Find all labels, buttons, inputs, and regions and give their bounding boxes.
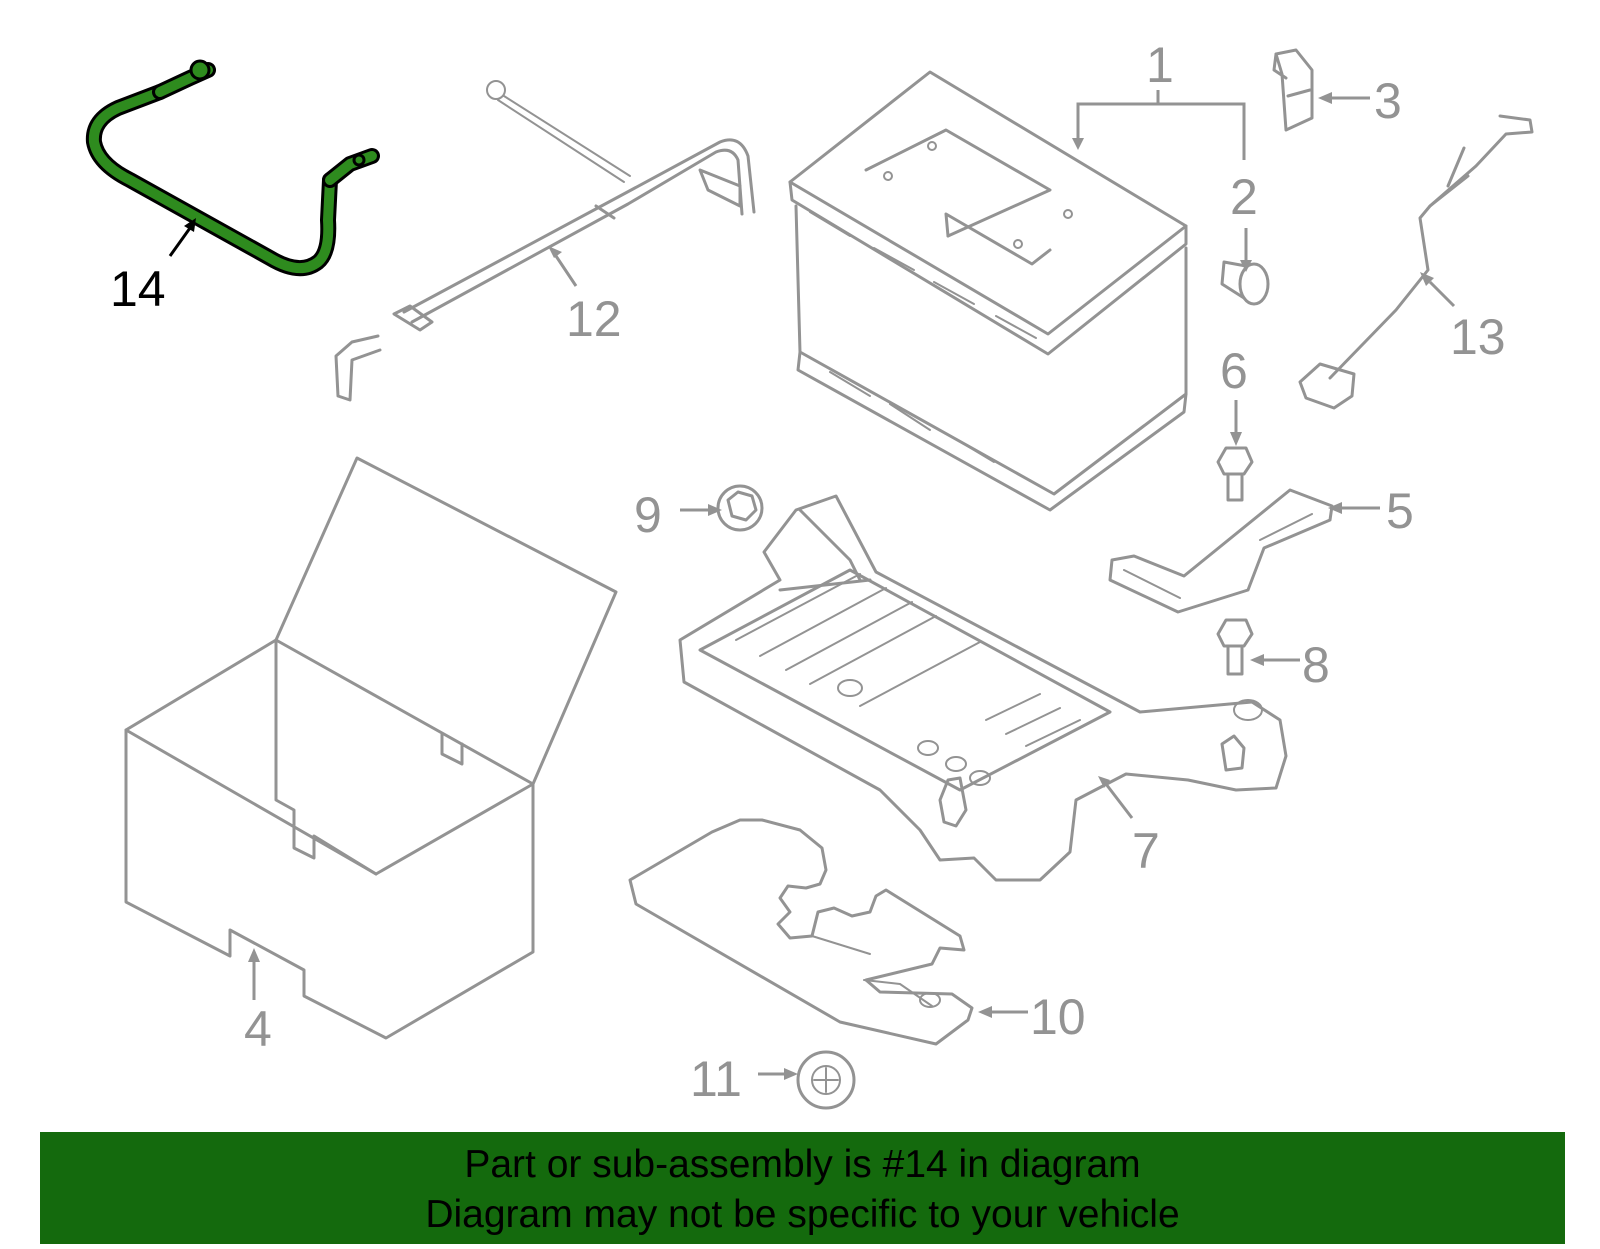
callout-6: 6 xyxy=(1220,343,1248,399)
part-5-bracket[interactable] xyxy=(1108,488,1334,614)
info-banner: Part or sub-assembly is #14 in diagram D… xyxy=(40,1132,1565,1244)
part-8-bolt[interactable] xyxy=(1216,618,1254,676)
part-14-battery-cable[interactable] xyxy=(85,59,380,276)
callout-13: 13 xyxy=(1450,309,1506,365)
callout-11: 11 xyxy=(690,1051,742,1107)
part-11-clip[interactable] xyxy=(796,1050,856,1110)
callout-14: 14 xyxy=(110,261,166,317)
callout-12: 12 xyxy=(566,291,622,347)
callout-4: 4 xyxy=(244,1001,272,1057)
callout-7: 7 xyxy=(1132,823,1160,879)
banner-line-part: Part or sub-assembly is #14 in diagram xyxy=(464,1143,1141,1186)
part-9-nut[interactable] xyxy=(716,484,764,532)
part-1-battery[interactable] xyxy=(788,70,1188,512)
part-3-cap[interactable] xyxy=(1272,48,1314,132)
callout-3: 3 xyxy=(1374,73,1402,129)
callout-8: 8 xyxy=(1302,637,1330,693)
callout-9: 9 xyxy=(634,487,662,543)
part-2-plug[interactable] xyxy=(1220,260,1270,306)
part-12-cable[interactable] xyxy=(334,80,756,402)
callout-2: 2 xyxy=(1230,169,1258,225)
callout-10: 10 xyxy=(1030,989,1086,1045)
part-10-tray-insulator[interactable] xyxy=(628,818,974,1046)
part-4-battery-cover[interactable] xyxy=(124,456,618,1040)
callout-labels: 1 2 3 4 5 6 7 8 9 10 11 12 13 14 xyxy=(110,37,1506,1107)
callout-5: 5 xyxy=(1386,483,1414,539)
banner-line-disclaimer: Diagram may not be specific to your vehi… xyxy=(425,1193,1180,1236)
part-7-battery-tray[interactable] xyxy=(678,494,1288,882)
part-13-sensor-cable[interactable] xyxy=(1298,114,1534,410)
part-6-bolt[interactable] xyxy=(1216,446,1254,502)
leader-lines xyxy=(168,90,1456,1080)
callout-1: 1 xyxy=(1146,37,1174,93)
